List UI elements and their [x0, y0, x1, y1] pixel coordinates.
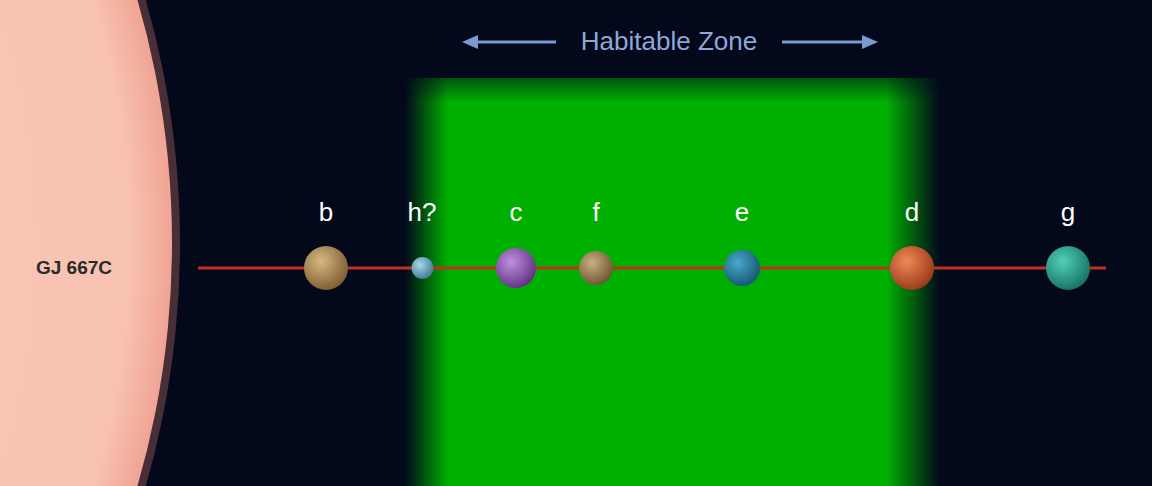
star-glow [0, 0, 180, 486]
habitable-band [405, 78, 940, 486]
planet-sphere [304, 246, 348, 290]
planet-sphere [1046, 246, 1090, 290]
star-body: GJ 667C [0, 0, 200, 486]
star-label: GJ 667C [36, 256, 112, 280]
planet: f [575, 196, 617, 287]
planet-letter: e [720, 196, 764, 228]
band-shade [405, 78, 940, 486]
planet: e [720, 196, 764, 288]
planet: g [1042, 196, 1094, 292]
planet-letter: f [575, 196, 617, 228]
planet-sphere [496, 248, 536, 288]
zone-title: Habitable Zone [581, 24, 757, 58]
planet: c [492, 196, 540, 290]
planet: b [300, 196, 352, 292]
star-shape [0, 0, 200, 486]
planet-letter: b [300, 196, 352, 228]
planet: h? [404, 196, 441, 281]
planet-sphere [411, 257, 433, 279]
planet-sphere [724, 250, 760, 286]
star-disc [0, 0, 172, 486]
planet-letter: h? [404, 196, 441, 228]
planet-sphere [579, 251, 613, 285]
planet-letter: c [492, 196, 540, 228]
planet-sphere [890, 246, 934, 290]
planet-letter: d [886, 196, 938, 228]
planet: d [886, 196, 938, 292]
planet-letter: g [1042, 196, 1094, 228]
